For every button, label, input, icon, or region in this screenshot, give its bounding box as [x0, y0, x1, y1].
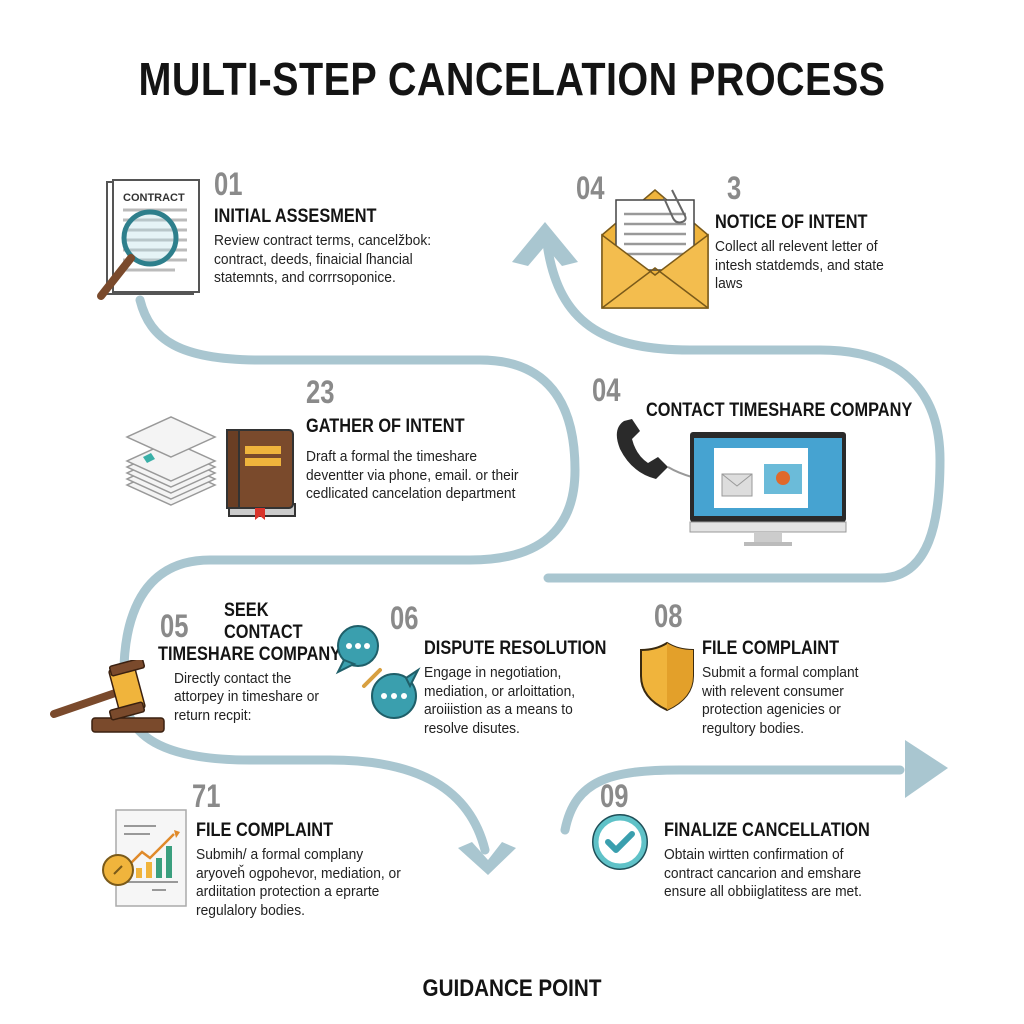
step-number: 04 — [592, 372, 621, 408]
step-heading: DISPUTE RESOLUTION — [424, 638, 607, 659]
step-description: Engage in negotiation, mediation, or arl… — [424, 663, 576, 738]
step-number: 09 — [600, 778, 629, 814]
envelope-letter-icon — [600, 180, 710, 310]
flow-segment-2 — [540, 225, 945, 583]
step-description: Submit a formal complant with relevent c… — [702, 663, 859, 738]
step-heading: INITIAL ASSESMENT — [214, 206, 377, 227]
step-09: 09 FINALIZE CANCELLATION Obtain wirtten … — [600, 780, 900, 902]
phone-icon — [612, 415, 693, 485]
step-heading: CONTACT TIMESHARE COMPANY — [646, 400, 913, 421]
step-number: 05 — [160, 608, 189, 644]
step-04-top-number: 04 — [576, 172, 612, 204]
step-description: Submih/ a formal complany aryoveȟ ogpohe… — [196, 845, 401, 920]
step-heading: FILE COMPLAINT — [702, 638, 840, 659]
step-heading: NOTICE OF INTENT — [715, 212, 868, 233]
step-heading: FINALIZE CANCELLATION — [664, 820, 870, 841]
report-chart-icon — [100, 808, 190, 910]
step-heading-line-2: CONTACT — [224, 621, 303, 643]
step-number: 06 — [390, 600, 419, 636]
arrow-down-head — [458, 842, 516, 875]
step-description: Directly contact the attorpey in timesha… — [174, 669, 319, 725]
step-notice-of-intent: 3 NOTICE OF INTENT Collect all relevent … — [715, 172, 915, 294]
contract-label: CONTRACT — [123, 192, 185, 204]
step-description: Draft a formal the timeshare deventter v… — [306, 447, 519, 503]
gavel-icon — [48, 657, 168, 735]
footer-label: GUIDANCE POINT — [422, 975, 602, 1002]
checkmark-circle-icon — [590, 812, 650, 872]
step-description: Obtain wirtten confirmation of contract … — [664, 845, 862, 901]
step-04-contact: 04 CONTACT TIMESHARE COMPANY — [592, 374, 912, 422]
chat-bubbles-icon — [334, 622, 424, 722]
step-heading: FILE COMPLAINT — [196, 820, 334, 841]
page-title: MULTI-STEP CANCELATION PROCESS — [138, 53, 886, 105]
paper-stack-icon — [125, 415, 217, 507]
step-number: 71 — [192, 778, 221, 814]
step-number-secondary: 3 — [727, 170, 742, 206]
step-description: Collect all relevent letter of intesh st… — [715, 237, 884, 293]
step-heading: GATHER OF INTENT — [306, 416, 465, 437]
step-number: 23 — [306, 374, 335, 410]
step-number: 04 — [576, 170, 605, 206]
step-08: 08 FILE COMPLAINT Submit a formal compla… — [654, 600, 884, 739]
flow-segment-1 — [119, 295, 580, 855]
arrow-right-head — [905, 740, 948, 798]
book-icon — [225, 428, 297, 520]
arrow-up-head — [512, 222, 578, 266]
shield-icon — [638, 640, 696, 712]
step-23: 23 GATHER OF INTENT Draft a formal the t… — [306, 376, 546, 504]
contract-magnifier-icon: CONTRACT — [95, 178, 205, 303]
step-description: Review contract terms, cancelžbok: contr… — [214, 231, 432, 287]
step-01: 01 INITIAL ASSESMENT Review contract ter… — [214, 168, 474, 288]
step-06: 06 DISPUTE RESOLUTION Engage in negotiat… — [390, 602, 610, 739]
step-number: 08 — [654, 598, 683, 634]
step-number: 01 — [214, 166, 243, 202]
computer-monitor-icon — [688, 430, 848, 550]
flow-segment-3 — [560, 765, 905, 835]
step-heading-line-1: SEEK — [224, 600, 269, 621]
step-heading-line-3: TIMESHARE COMPANY — [158, 643, 342, 665]
step-71: 71 FILE COMPLAINT Submih/ a formal compl… — [192, 780, 432, 921]
step-05: 05 SEEK CONTACT TIMESHARE COMPANY Direct… — [158, 600, 342, 726]
